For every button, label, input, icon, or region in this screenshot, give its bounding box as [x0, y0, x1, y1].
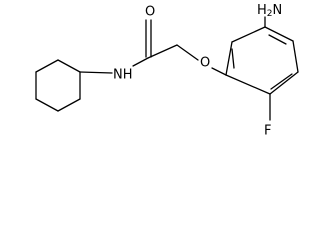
chemical-structure: H2N O NH O F: [35, 3, 299, 139]
carbonyl-oxygen-label: O: [145, 5, 155, 20]
aromatic-ring: [225, 16, 299, 121]
amide-nitrogen-label: NH: [113, 68, 133, 83]
cyclohexane-ring: [35, 59, 81, 112]
fluorine-label: F: [264, 124, 271, 139]
amine-label: H2N: [257, 3, 282, 19]
ether-oxygen-label: O: [200, 56, 210, 71]
amide-linkage: [79, 19, 227, 76]
